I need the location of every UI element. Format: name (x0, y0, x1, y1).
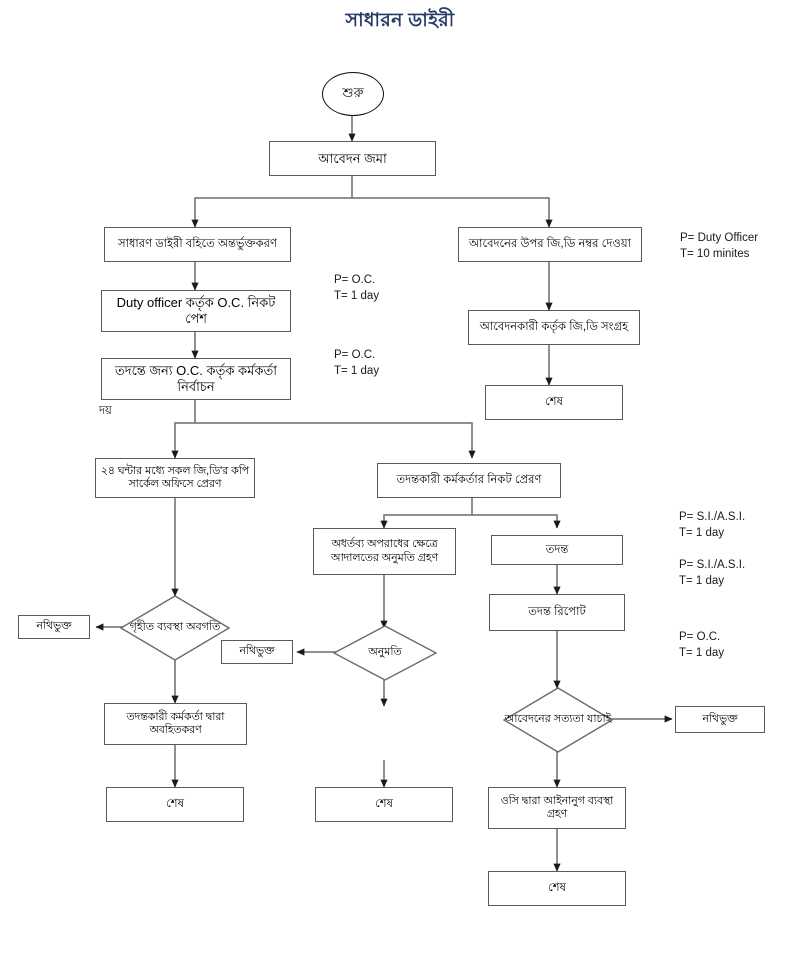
node-officer-selection[interactable]: তদন্তে জন্য O.C. কর্তৃক কর্মকর্তা নির্বা… (101, 358, 291, 400)
node-file-right[interactable]: নথিভুক্ত (675, 706, 765, 733)
annotation-duty-officer: P= Duty Officer T= 10 minites (680, 232, 759, 260)
annotation-si-1: P= S.I./A.S.I. T= 1 day (679, 511, 746, 539)
node-end-middle-label: শেষ (375, 798, 393, 811)
node-start-label: শুরু (342, 84, 364, 100)
node-end-left-label: শেষ (166, 798, 184, 811)
node-end-middle[interactable]: শেষ (315, 787, 453, 822)
node-investigation-label: তদন্ত (545, 543, 569, 556)
node-officer-selection-label: তদন্তে জন্য O.C. কর্তৃক কর্মকর্তা নির্বা… (115, 363, 277, 394)
node-decision-verify-label: আবেদনের সত্যতা যাচাই (504, 713, 612, 726)
node-gd-register-label: সাধারণ ডাইরী বহিতে অন্তর্ভুক্তকরণ (118, 238, 277, 251)
annotation-oc-2: P= O.C. T= 1 day (334, 349, 380, 377)
node-send-to-investigating-officer-label: তদন্তকারী কর্মকর্তার নিকট প্রেরণ (396, 474, 542, 487)
node-decision-measures[interactable]: গৃহীত ব্যবস্থা অবগতি (120, 595, 230, 661)
node-oc-legal-action-label: ওসি দ্বারা আইনানুগ ব্যবস্থা গ্রহণ (500, 794, 614, 820)
node-investigation[interactable]: তদন্ত (491, 535, 623, 565)
node-file-left-label: নথিভুক্ত (36, 620, 72, 633)
node-file-left[interactable]: নথিভুক্ত (18, 615, 90, 639)
node-copy-to-circle-office[interactable]: ২৪ ঘন্টার মধ্যে সকল জি,ডি'র কপি সার্কেল … (95, 458, 255, 498)
node-applicant-collect-gd-label: আবেদনকারী কর্তৃক জি,ডি সংগ্রহ (479, 321, 629, 334)
annotation-oc-1: P= O.C. T= 1 day (334, 274, 380, 302)
annotation-si-2: P= S.I./A.S.I. T= 1 day (679, 559, 746, 587)
node-end-right-bottom-label: শেষ (548, 882, 566, 895)
node-file-right-label: নথিভুক্ত (702, 712, 738, 725)
node-duty-officer-submit[interactable]: Duty officer কর্তৃক O.C. নিকট পেশ (101, 290, 291, 332)
node-gd-number-label: আবেদনের উপর জি,ডি নম্বর দেওয়া (469, 238, 631, 251)
node-applicant-collect-gd[interactable]: আবেদনকারী কর্তৃক জি,ডি সংগ্রহ (468, 310, 640, 345)
node-gd-number[interactable]: আবেদনের উপর জি,ডি নম্বর দেওয়া (458, 227, 642, 262)
diamond-shape-permission (333, 625, 437, 681)
node-end-right-top[interactable]: শেষ (485, 385, 623, 420)
diamond-shape-verify (503, 687, 613, 753)
node-investigation-report[interactable]: তদন্ত রিপোট (489, 594, 625, 631)
diamond-shape-measures (120, 595, 230, 661)
node-court-permission[interactable]: অধর্তব্য অপরাধের ক্ষেত্রে আদালতের অনুমতি… (313, 528, 456, 575)
node-inform-investigating-officer-label: তদন্তকারী কর্মকর্তা দ্বারা অবহিতকরণ (126, 710, 225, 736)
stray-text-fragment: দয় (99, 405, 112, 417)
node-end-right-bottom[interactable]: শেষ (488, 871, 626, 906)
node-inform-investigating-officer[interactable]: তদন্তকারী কর্মকর্তা দ্বারা অবহিতকরণ (104, 703, 247, 745)
node-decision-permission-label: অনুমতি (368, 646, 402, 659)
node-copy-to-circle-office-label: ২৪ ঘন্টার মধ্যে সকল জি,ডি'র কপি সার্কেল … (100, 464, 250, 490)
node-decision-verify[interactable]: আবেদনের সত্যতা যাচাই (503, 687, 613, 753)
annotation-oc-3: P= O.C. T= 1 day (679, 631, 725, 659)
node-oc-legal-action[interactable]: ওসি দ্বারা আইনানুগ ব্যবস্থা গ্রহণ (488, 787, 626, 829)
node-decision-measures-label: গৃহীত ব্যবস্থা অবগতি (129, 621, 221, 634)
page-title: সাধারন ডাইরী (345, 10, 455, 31)
node-duty-officer-submit-label: Duty officer কর্তৃক O.C. নিকট পেশ (116, 295, 276, 326)
node-start[interactable]: শুরু (322, 72, 384, 116)
node-submit-application-label: আবেদন জমা (318, 150, 387, 166)
node-gd-register[interactable]: সাধারণ ডাইরী বহিতে অন্তর্ভুক্তকরণ (104, 227, 291, 262)
node-end-left[interactable]: শেষ (106, 787, 244, 822)
node-decision-permission[interactable]: অনুমতি (333, 625, 437, 681)
node-send-to-investigating-officer[interactable]: তদন্তকারী কর্মকর্তার নিকট প্রেরণ (377, 463, 561, 498)
node-submit-application[interactable]: আবেদন জমা (269, 141, 436, 176)
node-court-permission-label: অধর্তব্য অপরাধের ক্ষেত্রে আদালতের অনুমতি… (330, 538, 439, 564)
node-end-right-top-label: শেষ (545, 396, 563, 409)
node-file-middle[interactable]: নথিভুক্ত (221, 640, 293, 664)
node-investigation-report-label: তদন্ত রিপোট (528, 606, 586, 619)
node-file-middle-label: নথিভুক্ত (239, 645, 275, 658)
